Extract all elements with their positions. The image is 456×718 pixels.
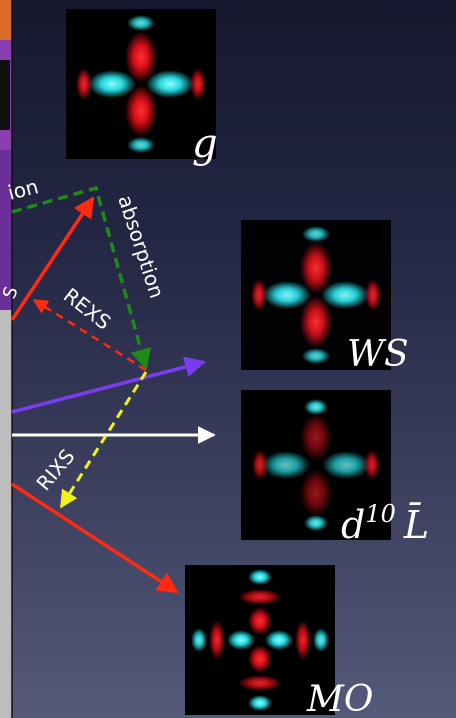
orbital-panel-g: g bbox=[66, 9, 218, 167]
rexs-label: REXS bbox=[59, 283, 115, 335]
orbital-panel-mo: MO bbox=[185, 565, 373, 718]
red-outgoing-arrow bbox=[11, 482, 179, 594]
left-edge-strip bbox=[0, 0, 13, 718]
red-incident-arrow bbox=[10, 196, 95, 321]
absorption-arrow bbox=[11, 185, 152, 371]
rixs-arrow bbox=[59, 371, 148, 509]
orbital-panel-ws: WS bbox=[241, 220, 409, 375]
orbital-label-g: g bbox=[192, 121, 218, 167]
absorption-label: absorption bbox=[113, 192, 169, 301]
orbital-label-ws: WS bbox=[347, 334, 409, 375]
purple-arrow bbox=[11, 356, 207, 414]
orbital-label-mo: MO bbox=[306, 679, 373, 718]
